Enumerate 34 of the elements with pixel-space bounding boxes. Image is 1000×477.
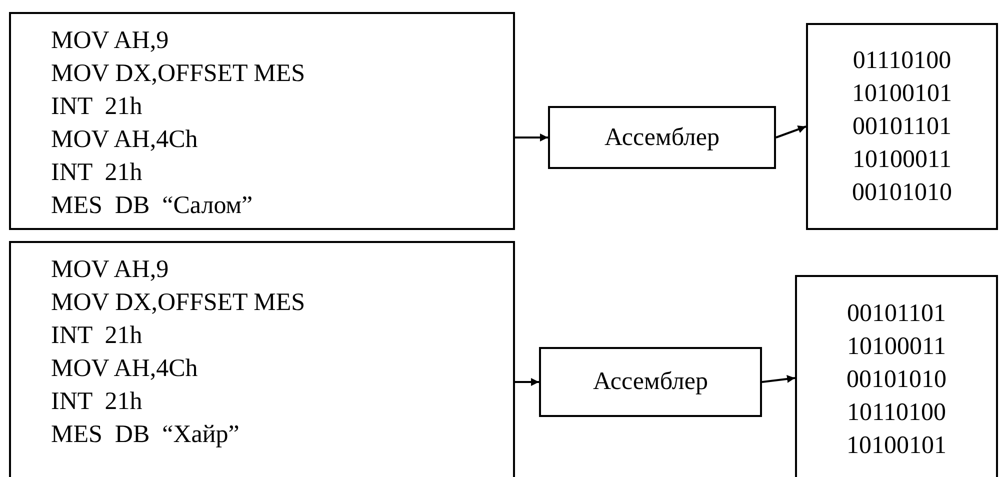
code-line: MES DB “Хайр”: [51, 420, 240, 450]
binary-number: 01110100: [852, 46, 952, 76]
code-box: [9, 12, 515, 230]
binary-number: 00101010: [852, 178, 952, 208]
code-box: [9, 241, 515, 477]
code-line: MOV AH,9: [51, 255, 169, 285]
binary-number: 10100101: [846, 430, 946, 460]
code-line: INT 21h: [51, 92, 142, 122]
arrow: [515, 378, 539, 386]
binary-number: 10100101: [852, 79, 952, 109]
code-line: INT 21h: [51, 387, 142, 417]
binary-number: 10100011: [846, 332, 946, 362]
binary-code-box: [795, 275, 998, 477]
binary-number: 00101101: [846, 298, 946, 328]
code-line: MES DB “Салом”: [51, 191, 253, 221]
arrow: [515, 134, 548, 142]
binary-number: 10100011: [852, 145, 952, 175]
code-line: INT 21h: [51, 321, 142, 351]
arrow: [776, 126, 806, 138]
code-line: MOV DX,OFFSET MES: [51, 59, 306, 89]
binary-number: 00101010: [846, 364, 946, 394]
process-label: Ассемблер: [604, 124, 720, 152]
code-line: MOV AH,4Ch: [51, 125, 198, 155]
code-line: INT 21h: [51, 158, 142, 188]
process-box: [539, 347, 762, 417]
binary-number: 00101101: [852, 112, 952, 142]
arrow: [762, 375, 796, 383]
binary-code-box: [806, 23, 998, 230]
code-line: MOV AH,4Ch: [51, 354, 198, 384]
process-box: [548, 106, 776, 169]
process-label: Ассемблер: [592, 368, 708, 396]
code-line: MOV DX,OFFSET MES: [51, 288, 306, 318]
code-line: MOV AH,9: [51, 26, 169, 56]
binary-number: 10110100: [846, 398, 946, 428]
